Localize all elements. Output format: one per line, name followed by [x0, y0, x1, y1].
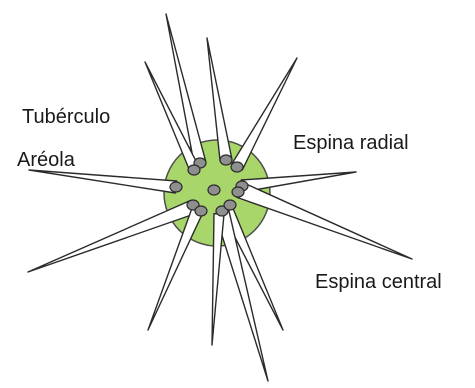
label-areola: Aréola	[17, 150, 75, 170]
areole-11	[195, 206, 207, 216]
label-espina-central: Espina central	[315, 272, 442, 292]
areole-6	[170, 182, 182, 192]
label-espina-radial: Espina radial	[293, 133, 409, 153]
central-spine-7	[237, 183, 412, 259]
radial-spine-6	[29, 170, 177, 193]
areole-12	[224, 200, 236, 210]
label-tuberculo: Tubérculo	[22, 107, 110, 127]
areole-3	[188, 165, 200, 175]
radial-spine-10	[212, 214, 224, 345]
areole-2	[220, 155, 232, 165]
central-spine-11	[28, 201, 196, 273]
radial-spine-4	[232, 58, 297, 170]
areole-4	[231, 162, 243, 172]
areole-7	[208, 185, 220, 195]
areole-8	[232, 187, 244, 197]
